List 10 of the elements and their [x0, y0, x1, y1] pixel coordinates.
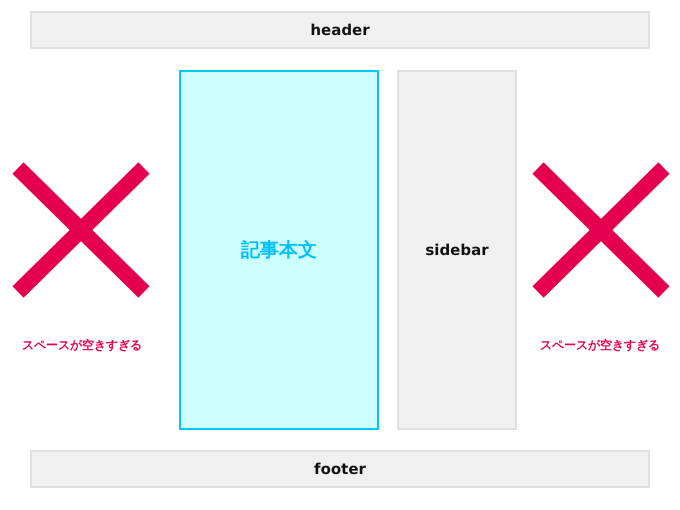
- box-label: header: [310, 21, 370, 39]
- warning-caption: スペースが空きすぎる: [540, 337, 660, 354]
- warning-caption: スペースが空きすぎる: [22, 337, 142, 354]
- header-bar: [30, 11, 650, 49]
- box-label: sidebar: [425, 241, 489, 259]
- footer-bar: [30, 450, 650, 488]
- box-label: 記事本文: [241, 238, 317, 263]
- box-label: footer: [314, 460, 366, 478]
- main-content-column: [179, 70, 379, 430]
- sidebar-column: [397, 70, 517, 430]
